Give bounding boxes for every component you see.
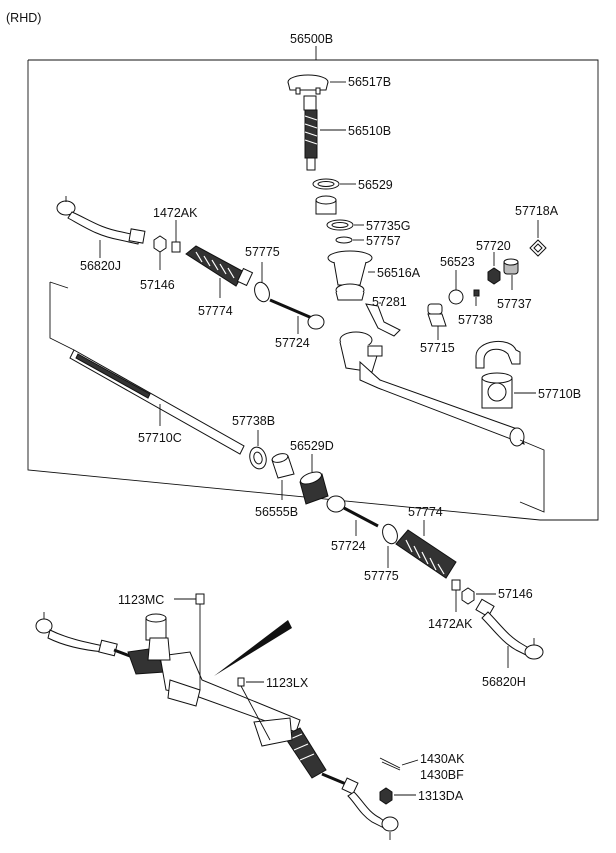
label-57281: 57281 (372, 295, 407, 309)
part-56529-seal[interactable] (312, 178, 340, 190)
label-57724-top: 57724 (275, 336, 310, 350)
part-57775-band-top[interactable] (252, 280, 272, 304)
part-57710B-bushing[interactable] (481, 372, 513, 409)
label-1472AK-top: 1472AK (153, 206, 198, 220)
label-57774-bottom: 57774 (408, 505, 443, 519)
rack-outline-right (519, 439, 545, 513)
part-56510B-pinion-shaft[interactable] (303, 95, 318, 171)
label-56517B: 56517B (348, 75, 391, 89)
part-57720-nut[interactable] (487, 267, 501, 285)
part-56555B-sleeve[interactable] (271, 452, 295, 479)
label-57710C: 57710C (138, 431, 182, 445)
rack-outline-left (49, 282, 75, 351)
part-56516A-housing[interactable] (327, 250, 373, 301)
part-1123LX-bolt[interactable] (237, 677, 271, 741)
part-57724-inner-rod-bottom[interactable] (326, 495, 379, 528)
label-56529: 56529 (358, 178, 393, 192)
label-57146-top: 57146 (140, 278, 175, 292)
detail-pointer (214, 620, 292, 676)
part-56820J-tie-rod-end[interactable] (56, 196, 146, 245)
label-1123LX: 1123LX (266, 676, 309, 690)
label-1430AK: 1430AK (420, 752, 465, 766)
label-57146-bottom: 57146 (498, 587, 533, 601)
label-56555B: 56555B (255, 505, 298, 519)
part-57735G-ring[interactable] (326, 219, 354, 231)
label-57757: 57757 (366, 234, 401, 248)
part-57738B-ring[interactable] (247, 445, 268, 470)
label-56510B: 56510B (348, 124, 391, 138)
part-57718A-clip[interactable] (529, 239, 547, 257)
label-57738B: 57738B (232, 414, 275, 428)
part-rack-housing-upper[interactable] (339, 331, 525, 447)
part-1313DA-nut[interactable] (379, 787, 393, 805)
part-57715-bushing[interactable] (427, 303, 447, 327)
assembly-boundary (27, 46, 599, 521)
part-56529D-bushing[interactable] (299, 470, 329, 505)
variant-label: (RHD) (6, 11, 41, 25)
label-57718A: 57718A (515, 204, 559, 218)
label-56820H: 56820H (482, 675, 526, 689)
part-57146-nut-top[interactable] (153, 235, 167, 253)
label-56820J: 56820J (80, 259, 121, 273)
part-1472AK-clip-top[interactable] (171, 241, 181, 253)
label-1313DA: 1313DA (418, 789, 464, 803)
label-1472AK-bottom: 1472AK (428, 617, 473, 631)
label-56516A: 56516A (377, 266, 421, 280)
part-57737-sleeve[interactable] (503, 258, 519, 275)
label-1430BF: 1430BF (420, 768, 464, 782)
label-57775-bottom: 57775 (364, 569, 399, 583)
part-pinion-bearing[interactable] (315, 195, 337, 215)
label-57774-top: 57774 (198, 304, 233, 318)
label-57710B: 57710B (538, 387, 581, 401)
part-57774-boot-bottom[interactable] (395, 529, 457, 579)
part-mount-bracket[interactable] (475, 340, 521, 369)
label-57737: 57737 (497, 297, 532, 311)
label-57720: 57720 (476, 239, 511, 253)
label-57738: 57738 (458, 313, 493, 327)
part-57738-bolt[interactable] (473, 289, 480, 297)
part-56517B-cap[interactable] (287, 74, 329, 95)
label-57735G: 57735G (366, 219, 410, 233)
label-56523: 56523 (440, 255, 475, 269)
part-1430AK-cotter-pin[interactable] (379, 757, 401, 771)
part-57146-nut-bottom[interactable] (461, 587, 475, 605)
part-57775-band-bottom[interactable] (380, 522, 400, 546)
part-57757-ring[interactable] (335, 236, 353, 244)
assembled-steering-gear[interactable] (35, 612, 399, 840)
part-1472AK-clip-bottom[interactable] (451, 579, 461, 591)
label-1123MC: 1123MC (118, 593, 164, 607)
label-56529D: 56529D (290, 439, 334, 453)
label-57715: 57715 (420, 341, 455, 355)
label-57775-top: 57775 (245, 245, 280, 259)
part-57724-inner-rod-top[interactable] (269, 298, 325, 330)
rack-outline-left-top (49, 281, 69, 289)
part-56523-cap[interactable] (448, 289, 464, 305)
assembly-label-56500B: 56500B (290, 32, 333, 46)
part-57774-boot-top[interactable] (185, 245, 254, 287)
label-57724-bottom: 57724 (331, 539, 366, 553)
part-56820H-tie-rod-end[interactable] (475, 598, 544, 660)
part-57281-bracket[interactable] (365, 303, 401, 337)
part-57710C-rack[interactable] (69, 349, 245, 455)
